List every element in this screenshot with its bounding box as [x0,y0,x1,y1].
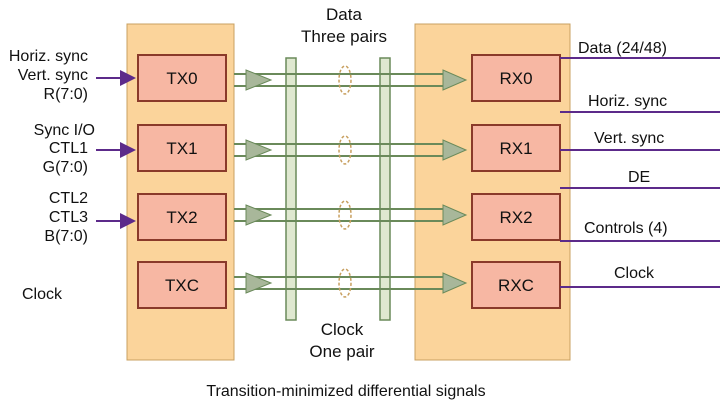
input-label-clock: Clock [22,286,63,303]
rx-block-0-label: RX0 [499,69,532,88]
input-label-sync-io: Sync I/O [34,122,95,139]
input-label-horiz-sync: Horiz. sync [9,48,88,65]
input-label-g: G(7:0) [43,159,88,176]
tx-block-clock-label: TXC [165,276,199,295]
clock-pair-subtitle: One pair [309,342,375,361]
rx-buffer-1 [442,139,468,161]
tx-block-2-label: TX2 [166,208,197,227]
output-label-data: Data (24/48) [578,40,667,57]
bus-rail-left [285,57,297,321]
clock-pair-title: Clock [321,320,364,339]
tx-block-clock: TXC [137,261,227,309]
tx-block-1-label: TX1 [166,139,197,158]
rx-buffer-clock [442,272,468,294]
data-pairs-subtitle: Three pairs [301,27,387,46]
input-arrows [96,70,136,229]
tx-block-0-label: TX0 [166,69,197,88]
right-output-labels: Data (24/48) Horiz. sync Vert. sync DE C… [578,40,668,282]
tx-block-1: TX1 [137,124,227,172]
channel-2-pair [234,208,443,222]
left-input-labels: Horiz. sync Vert. sync R(7:0) Sync I/O C… [9,48,95,303]
rx-buffer-2 [442,204,468,226]
twist-marks [338,65,352,298]
input-label-ctl2: CTL2 [49,190,88,207]
tx-buffer-0 [245,69,273,91]
rx-block-clock-label: RXC [498,276,534,295]
tx-buffer-2 [245,204,273,226]
clock-pair [234,276,443,290]
rx-block-1: RX1 [471,124,561,172]
tx-block-2: TX2 [137,193,227,241]
output-label-vert-sync: Vert. sync [594,130,664,147]
rx-block-2: RX2 [471,193,561,241]
diagram-caption: Transition-minimized differential signal… [206,383,485,400]
channel-1-pair [234,143,443,157]
input-label-r: R(7:0) [44,86,88,103]
tx-buffer-1 [245,139,273,161]
rx-block-1-label: RX1 [499,139,532,158]
input-label-vert-sync: Vert. sync [18,67,88,84]
channel-0-pair [234,73,443,87]
output-label-horiz-sync: Horiz. sync [588,93,667,110]
output-label-clock: Clock [614,265,655,282]
rx-block-2-label: RX2 [499,208,532,227]
output-lines [560,57,720,288]
input-label-ctl1: CTL1 [49,140,88,157]
input-label-b: B(7:0) [44,228,88,245]
tx-buffer-clock [245,272,273,294]
tx-block-0: TX0 [137,54,227,102]
rx-block-clock: RXC [471,261,561,309]
input-label-ctl3: CTL3 [49,209,88,226]
bus-rail-right [379,57,391,321]
data-pairs-title: Data [326,5,362,24]
rx-block-0: RX0 [471,54,561,102]
rx-buffer-0 [442,69,468,91]
output-label-de: DE [628,169,650,186]
output-label-controls: Controls (4) [584,220,668,237]
